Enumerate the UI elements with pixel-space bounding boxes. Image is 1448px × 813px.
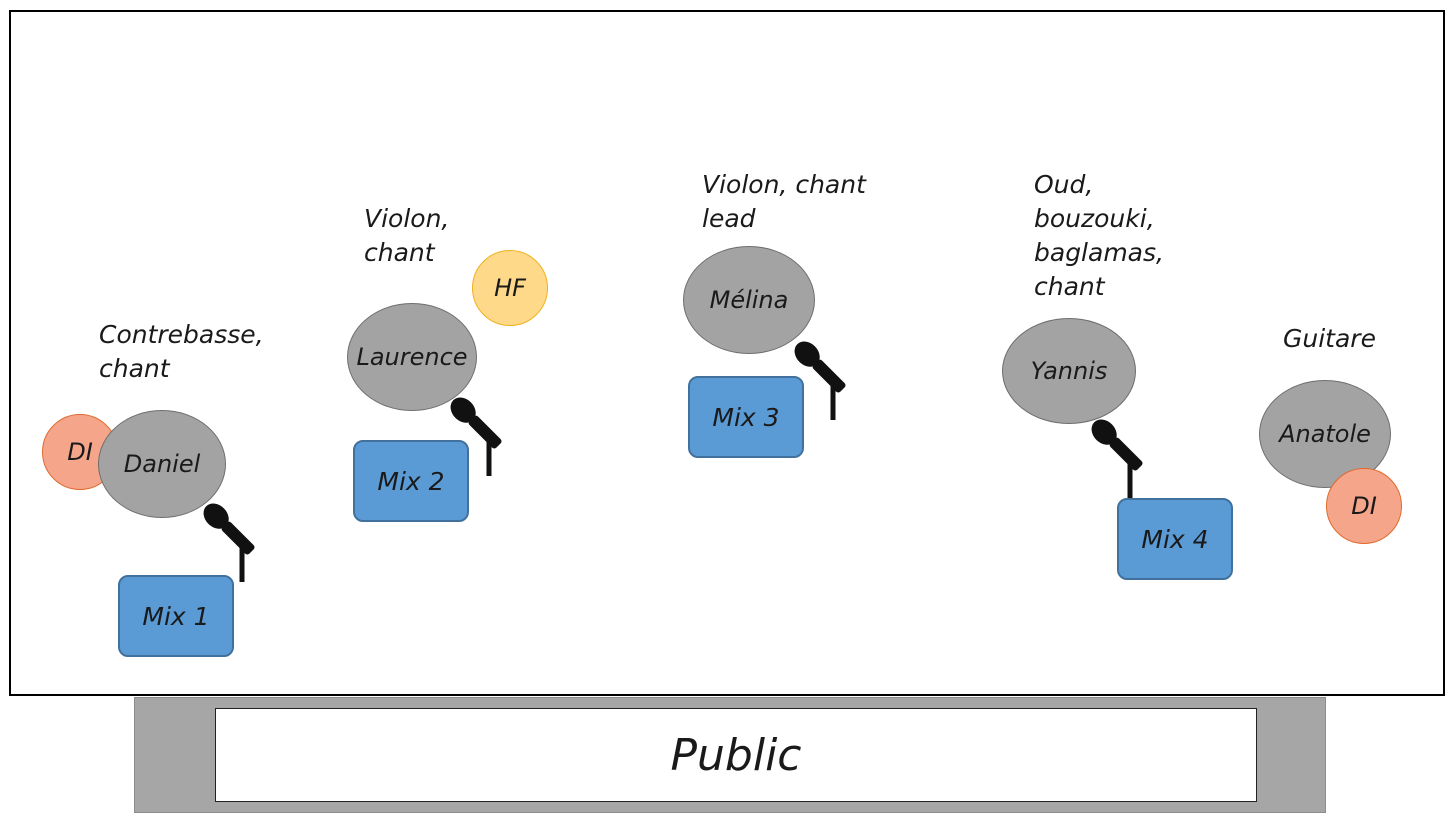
microphone-icon: [1091, 419, 1143, 498]
monitor-mix-2: Mix 2: [353, 440, 469, 522]
stage-area: [9, 10, 1445, 696]
di-box-daniel: DI: [42, 414, 118, 490]
di-box-anatole: DI: [1326, 468, 1402, 544]
monitor-mix-4: Mix 4: [1117, 498, 1233, 580]
person-daniel: Daniel: [98, 410, 226, 518]
role-label-laurence: Violon, chant: [364, 204, 450, 267]
role-label-anatole: Guitare: [1283, 324, 1376, 353]
microphone-icon: [794, 341, 846, 420]
microphone-icon: [203, 503, 255, 582]
role-label-melina: Violon, chant lead: [702, 170, 866, 233]
microphone-icon: [450, 397, 502, 476]
monitor-mix-3: Mix 3: [688, 376, 804, 458]
role-label-yannis: Oud, bouzouki, baglamas, chant: [1034, 170, 1164, 301]
hf-box-laurence: HF: [472, 250, 548, 326]
person-laurence: Laurence: [347, 303, 477, 411]
person-melina: Mélina: [683, 246, 815, 354]
role-label-daniel: Contrebasse, chant: [99, 320, 264, 383]
audience-label: Public: [215, 708, 1257, 802]
monitor-mix-1: Mix 1: [118, 575, 234, 657]
person-yannis: Yannis: [1002, 318, 1136, 424]
